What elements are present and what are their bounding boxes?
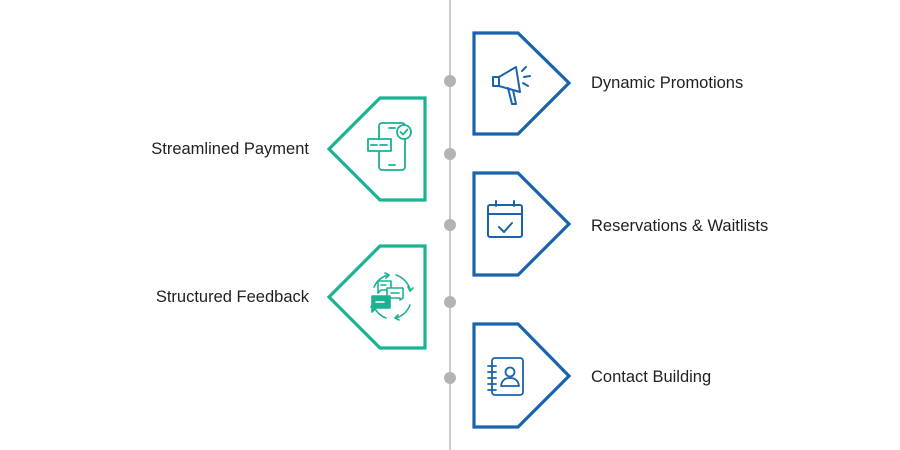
feedback-cycle-icon	[370, 272, 414, 321]
pentagon-streamlined-payment	[326, 96, 427, 202]
contact-book-icon	[487, 357, 524, 396]
mobile-payment-icon	[367, 122, 412, 171]
timeline-dot	[444, 75, 456, 87]
timeline-dot	[444, 372, 456, 384]
pentagon-structured-feedback	[326, 244, 427, 350]
timeline-dot	[444, 296, 456, 308]
pentagon-dynamic-promotions	[472, 31, 572, 136]
pentagon-contact-building	[472, 322, 572, 429]
label-structured-feedback: Structured Feedback	[155, 288, 309, 306]
label-contact-building: Contact Building	[591, 368, 712, 386]
megaphone-icon	[492, 66, 531, 105]
label-reservations-waitlists: Reservations & Waitlists	[591, 217, 769, 235]
calendar-check-icon	[487, 200, 523, 238]
pentagon-reservations-waitlists	[472, 171, 572, 277]
label-dynamic-promotions: Dynamic Promotions	[591, 74, 744, 92]
label-streamlined-payment: Streamlined Payment	[151, 140, 309, 158]
timeline-dot	[444, 219, 456, 231]
timeline-dot	[444, 148, 456, 160]
